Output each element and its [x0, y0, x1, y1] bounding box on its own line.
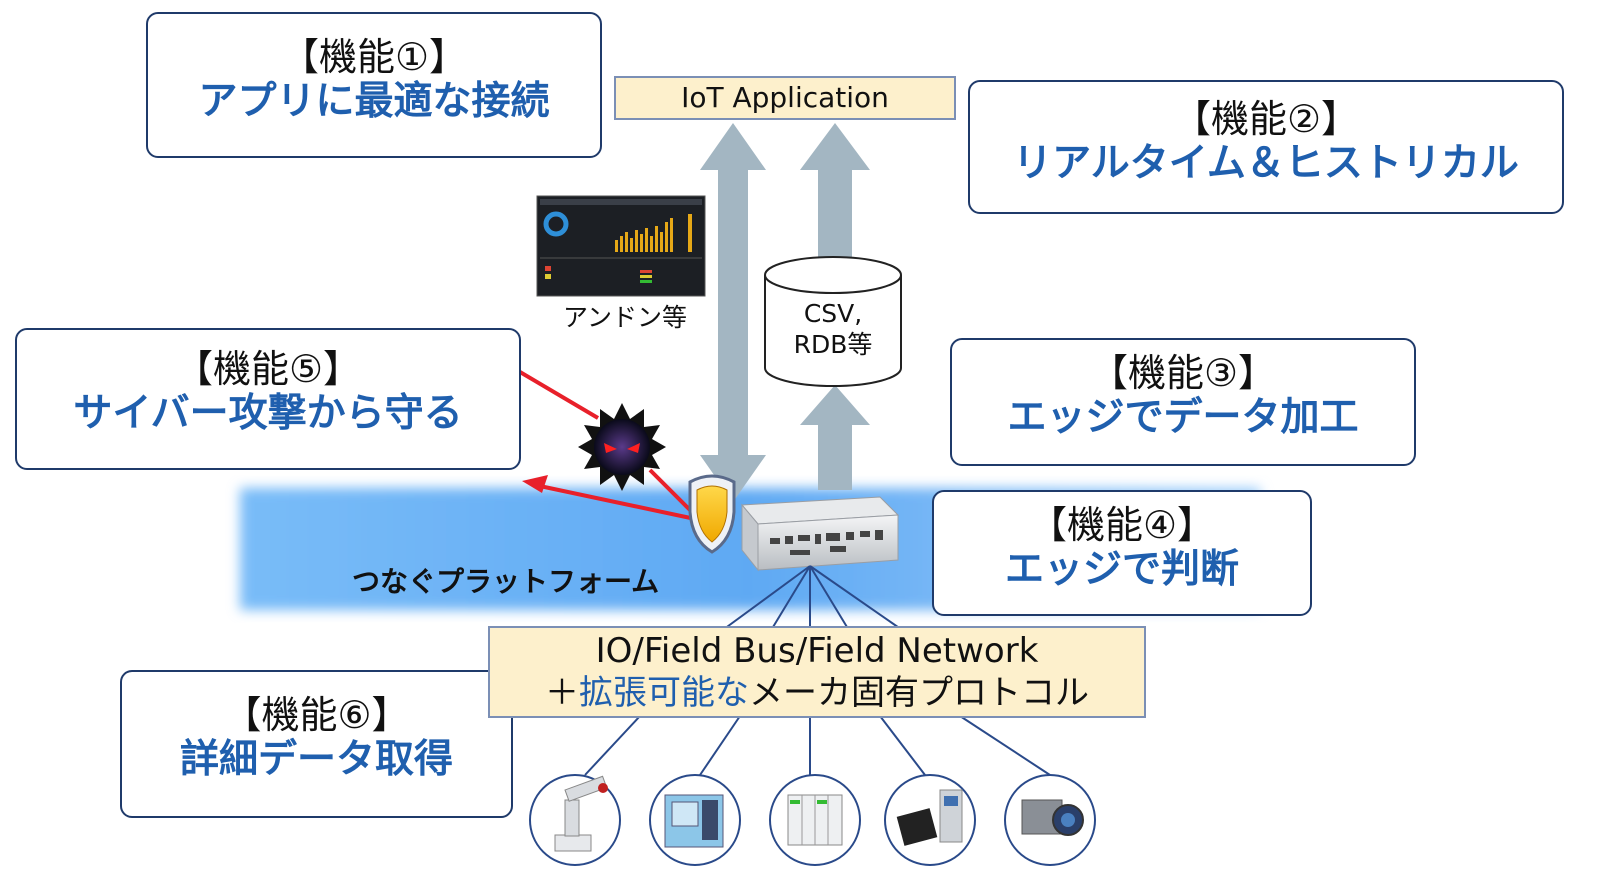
iot-application-box: IoT Application: [614, 76, 956, 120]
function-3-description: エッジでデータ加工: [1007, 394, 1359, 440]
andon-dashboard-image: [536, 195, 706, 297]
storage-label-line1: CSV,: [803, 299, 863, 328]
function-4-box: 【機能④】 エッジで判断: [932, 490, 1312, 616]
field-bus-line1: IO/Field Bus/Field Network: [595, 631, 1039, 671]
iot-application-label: IoT Application: [681, 81, 889, 114]
function-5-heading: 【機能⑤】: [174, 347, 362, 391]
bus-to-device-lines: [584, 715, 1051, 776]
security-shield-icon: [688, 474, 736, 554]
function-1-description: アプリに最適な接続: [198, 78, 550, 124]
function-5-box: 【機能⑤】 サイバー攻撃から守る: [15, 328, 521, 470]
function-3-box: 【機能③】 エッジでデータ加工: [950, 338, 1416, 466]
robot-arm-icon: [529, 774, 621, 866]
plc-icon: [769, 774, 861, 866]
up-arrow-upper: [800, 123, 870, 268]
function-3-heading: 【機能③】: [1089, 351, 1277, 395]
function-5-description: サイバー攻撃から守る: [73, 390, 463, 436]
field-bus-extensible: 拡張可能な: [579, 673, 749, 713]
platform-label: つなぐプラットフォーム: [352, 565, 660, 598]
function-2-box: 【機能②】 リアルタイム＆ヒストリカル: [968, 80, 1564, 214]
edge-device-image: [740, 496, 900, 572]
up-arrow-lower: [800, 385, 870, 490]
camera-icon: [1004, 774, 1096, 866]
bidirectional-arrow: [700, 123, 766, 502]
cyber-attack-virus-icon: [578, 403, 666, 491]
field-bus-protocol: メーカ固有プロトコル: [749, 673, 1089, 713]
field-bus-plus: ＋: [545, 673, 579, 713]
machine-tool-icon: [649, 774, 741, 866]
function-4-heading: 【機能④】: [1028, 503, 1216, 547]
field-bus-line2: ＋拡張可能なメーカ固有プロトコル: [490, 672, 1144, 714]
servo-motor-icon: [884, 774, 976, 866]
function-1-heading: 【機能①】: [280, 35, 468, 79]
storage-label: CSV, RDB等: [768, 298, 898, 361]
field-bus-box: IO/Field Bus/Field Network ＋拡張可能なメーカ固有プロ…: [488, 626, 1146, 718]
storage-label-line2: RDB等: [793, 330, 873, 360]
device-to-bus-lines: [719, 565, 906, 633]
data-flow-arrows: [700, 123, 870, 502]
function-6-box: 【機能⑥】 詳細データ取得: [120, 670, 513, 818]
function-4-description: エッジで判断: [1004, 546, 1239, 592]
andon-label: アンドン等: [562, 303, 687, 332]
attack-arrows: [518, 370, 702, 522]
function-2-description: リアルタイム＆ヒストリカル: [1013, 140, 1519, 186]
function-2-heading: 【機能②】: [1172, 97, 1360, 141]
storage-cylinder: [764, 256, 902, 387]
function-6-heading: 【機能⑥】: [223, 693, 410, 737]
function-1-box: 【機能①】 アプリに最適な接続: [146, 12, 602, 158]
device-icons: [529, 774, 1096, 866]
function-6-description: 詳細データ取得: [179, 736, 453, 782]
